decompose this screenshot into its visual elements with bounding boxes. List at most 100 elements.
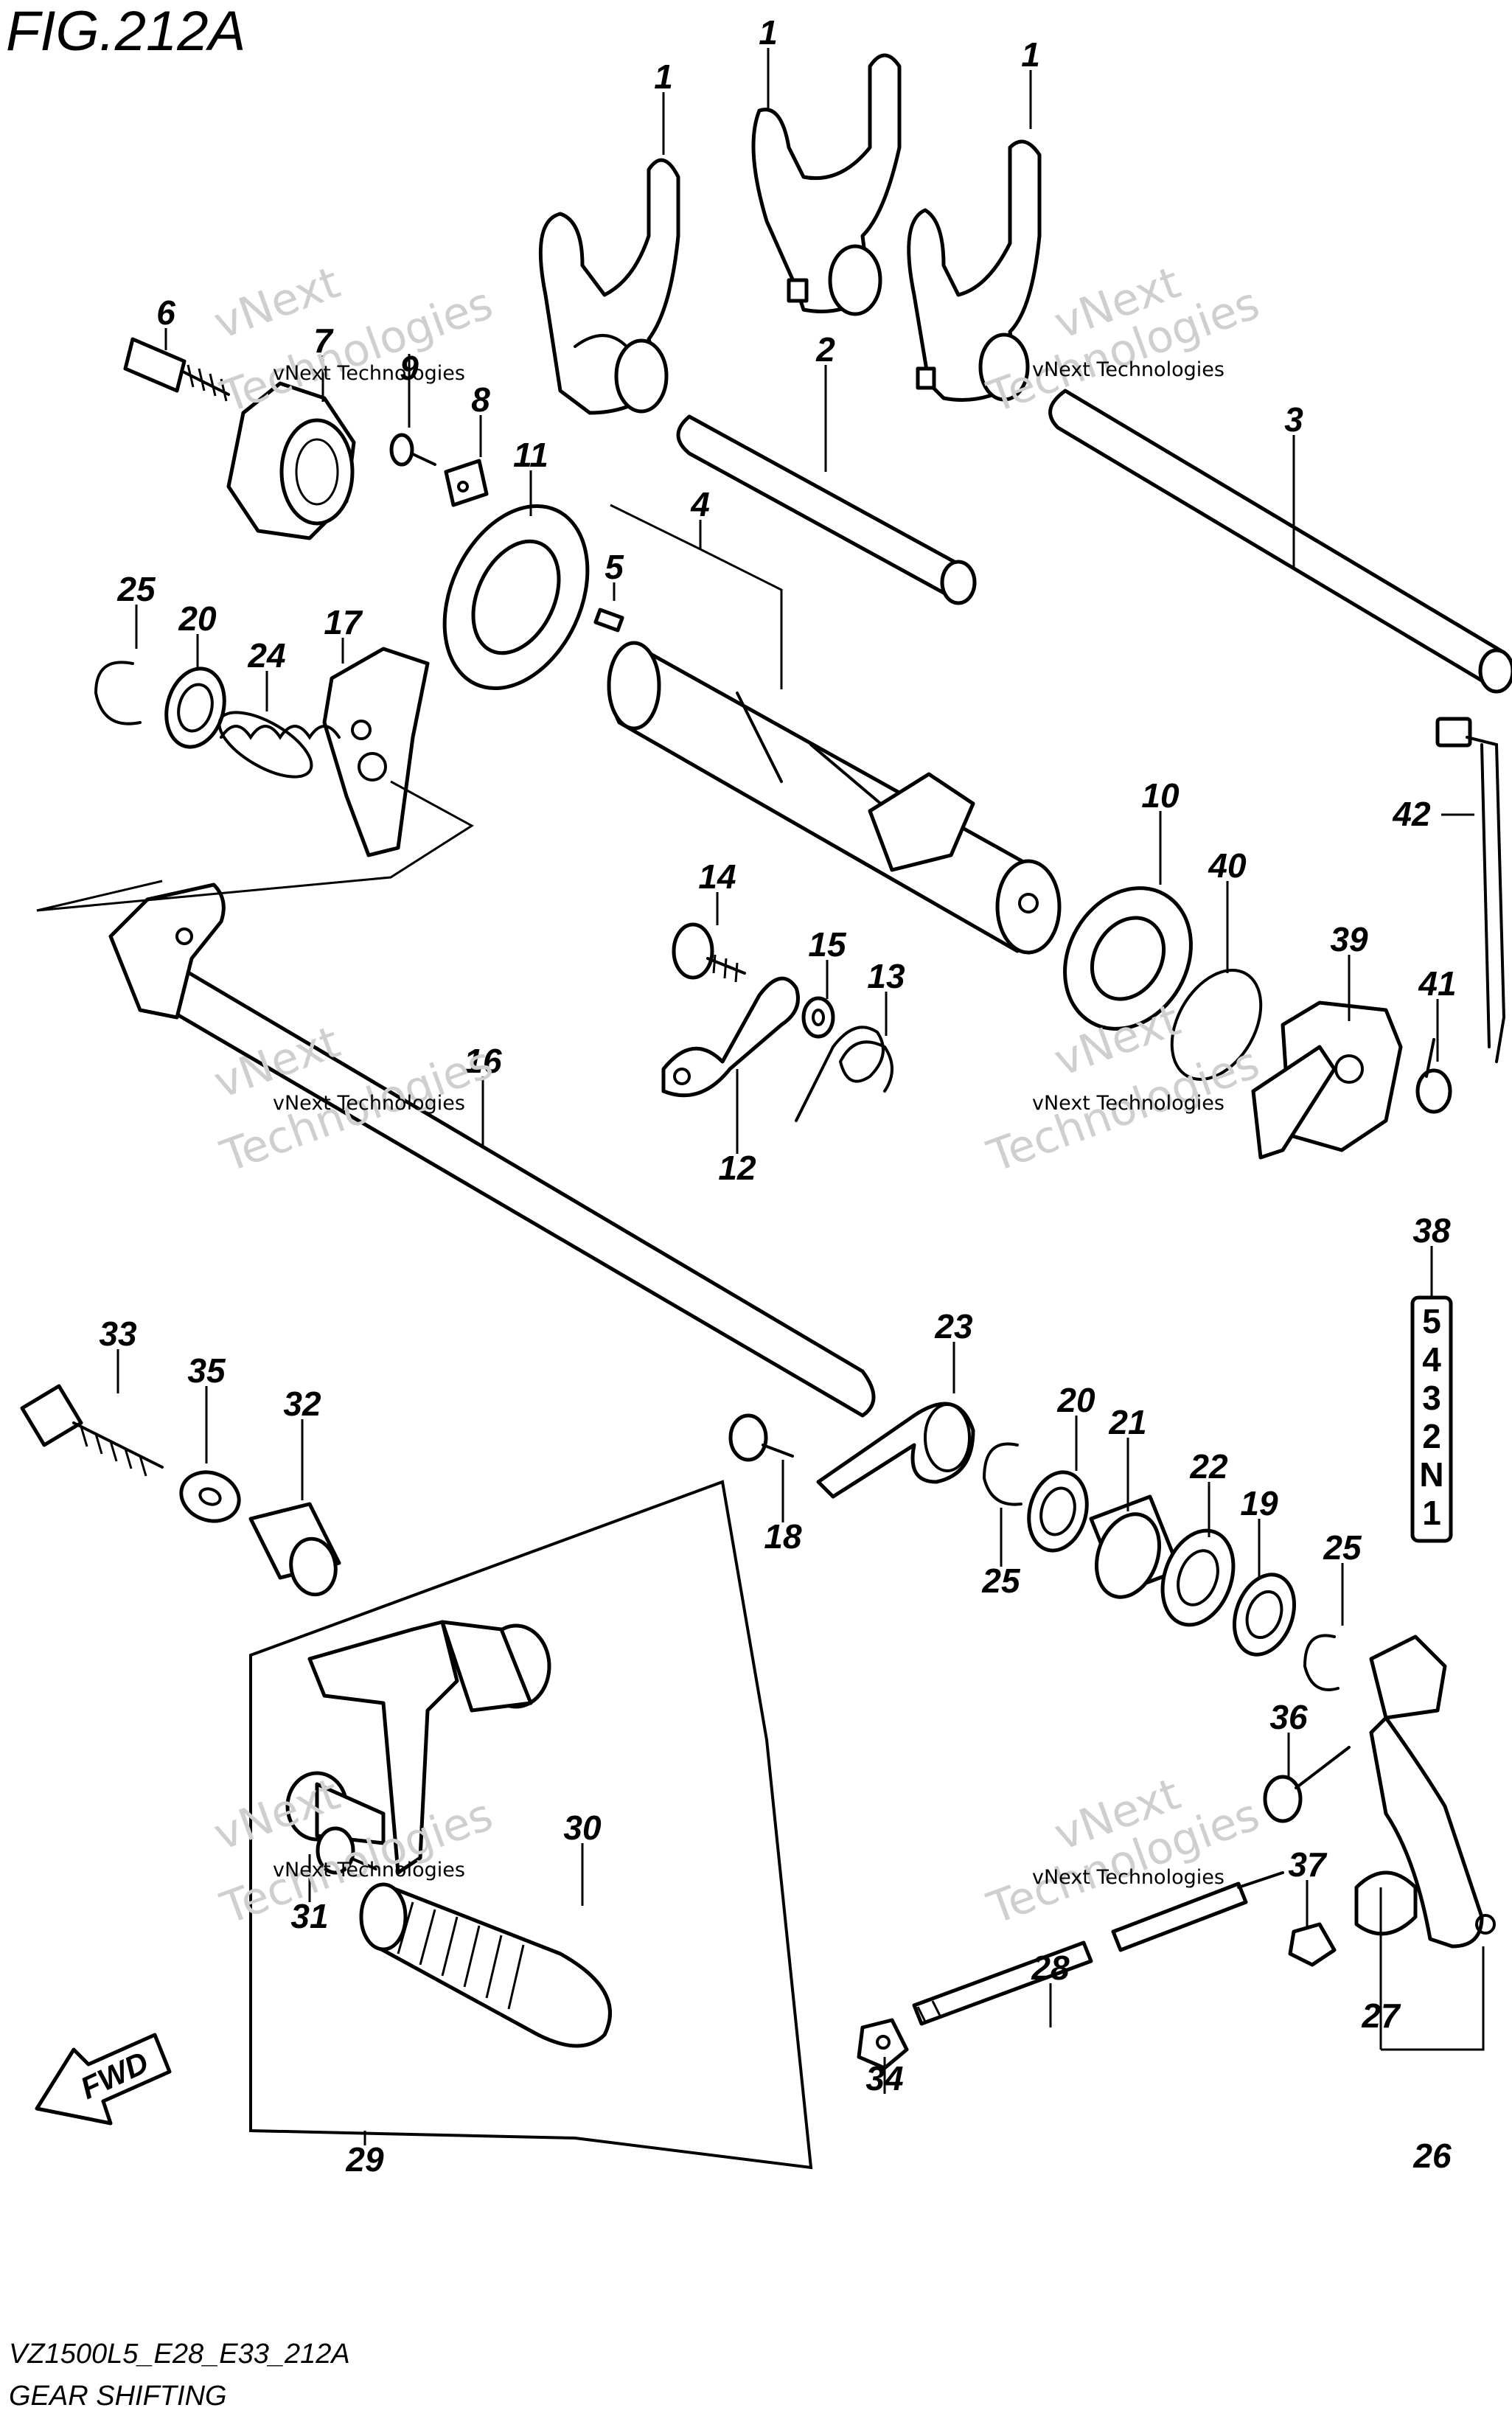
switch-lead-wire [1435,717,1506,1063]
bolt-washer [179,1470,241,1523]
rod-nut-upper [1288,1922,1337,1967]
watermark-text: vNext Technologies [273,1092,465,1115]
stopper-washer [801,996,835,1039]
watermark-text: vNext Technologies [273,1859,465,1881]
callout-2: 2 [815,330,835,369]
callout-11: 11 [513,436,548,474]
watermark-top-left: vNext Technologies vNext Technologies [207,257,499,423]
callout-42: 42 [1392,795,1431,833]
callout-19: 19 [1240,1484,1278,1522]
section-name: GEAR SHIFTING [9,2381,227,2412]
callout-21: 21 [1108,1403,1146,1441]
rod-nut-lower [857,2018,909,2070]
callout-39: 39 [1330,920,1368,958]
watermark-mid-right: vNext Technologies vNext Technologies [980,994,1266,1183]
shift-fork-center [751,53,902,316]
callout-6: 6 [156,293,175,332]
circlip-lower [1303,1634,1339,1691]
needle-bearing [1089,1494,1182,1599]
callout-12: 12 [718,1149,756,1187]
callout-33: 33 [99,1315,137,1353]
cam-stopper-plate [226,381,356,540]
arm-bolt [1263,1746,1351,1823]
callout-15: 15 [808,925,847,964]
callout-4: 4 [690,485,710,523]
callout-13: 13 [867,957,905,995]
stopper-arm [661,976,800,1098]
washer-lower [1027,1470,1089,1553]
callout-32: 32 [283,1385,321,1423]
callout-16: 16 [464,1042,502,1080]
callout-5: 5 [605,548,624,586]
callout-25-b: 25 [981,1562,1021,1600]
switch-o-ring [1170,969,1263,1081]
model-code: VZ1500L5_E28_E33_212A [9,2339,350,2370]
shift-fork-right [907,139,1042,402]
callout-34: 34 [865,2059,903,2098]
circlip-upper [94,661,142,725]
gearshift-tie-rod [912,1871,1284,2026]
stopper-bolt [672,922,746,983]
callout-20-b: 20 [1056,1381,1095,1419]
spacer [248,1502,341,1597]
callout-36: 36 [1269,1698,1308,1736]
drum-bolt [123,337,230,402]
long-bolt [20,1384,164,1477]
callout-9: 9 [400,349,419,387]
gear-position-switch [1251,1000,1403,1160]
callout-14: 14 [698,857,736,896]
callout-3: 3 [1284,400,1303,439]
callout-28: 28 [1031,1949,1070,1987]
callout-20-a: 20 [178,599,217,638]
callout-35: 35 [187,1351,226,1390]
return-spring [816,1402,975,1499]
oil-seal [1160,1528,1236,1627]
callout-26: 26 [1412,2137,1452,2175]
watermark-text: vNext Technologies [1032,358,1224,381]
callout-25-c: 25 [1323,1528,1362,1567]
callout-1-c: 1 [1021,35,1040,74]
gearshift-lever-assembly [249,1480,813,2170]
coil-spring [217,711,341,779]
callout-27: 27 [1361,1996,1401,2035]
callout-40: 40 [1208,846,1247,885]
shift-pedal-rubber [359,1882,612,2048]
stopper-spring [795,1026,893,1122]
gear-label-n: N [1419,1455,1443,1494]
gear-label-2: 2 [1422,1417,1441,1455]
switch-bolt [1415,1038,1452,1114]
pedal-bolt [316,1826,377,1875]
callout-labels: 1 1 1 2 3 4 5 6 7 8 9 10 11 12 13 14 15 … [99,13,1456,2179]
fork-shaft-long [1048,389,1512,694]
drum-bearing-left [442,504,590,691]
callout-31: 31 [290,1897,328,1935]
drum-pin [593,608,624,633]
callout-22: 22 [1189,1447,1228,1486]
circlip-middle [982,1442,1022,1506]
small-screw [389,433,436,467]
shift-fork-left [538,158,680,415]
gear-label-5: 5 [1422,1302,1441,1340]
gearshift-cam-drum [607,641,1062,955]
leader-lines [36,48,1485,2145]
gearshift-link-arm [1354,1635,1496,1949]
gear-label-3: 3 [1422,1379,1441,1417]
gear-label-4: 4 [1422,1340,1441,1379]
callout-41: 41 [1418,964,1456,1003]
callout-23: 23 [934,1307,973,1345]
watermark-text: vNext Technologies [1032,1866,1224,1889]
callout-1-a: 1 [654,58,673,96]
forward-direction-arrow: FWD [35,2033,172,2126]
watermark-text: vNext Technologies [273,362,465,385]
thrust-washer [1232,1573,1297,1657]
shift-cam-plate [322,647,430,857]
callout-18: 18 [764,1517,802,1556]
callout-7: 7 [313,321,334,360]
callout-24: 24 [247,636,285,675]
callout-10: 10 [1141,776,1180,815]
callout-17: 17 [324,603,363,641]
gearshift-shaft [108,882,876,1418]
shaft-bolt [728,1413,794,1462]
gear-position-indicator: 5 4 3 2 N 1 [1410,1295,1453,1543]
callout-1-b: 1 [759,13,778,52]
